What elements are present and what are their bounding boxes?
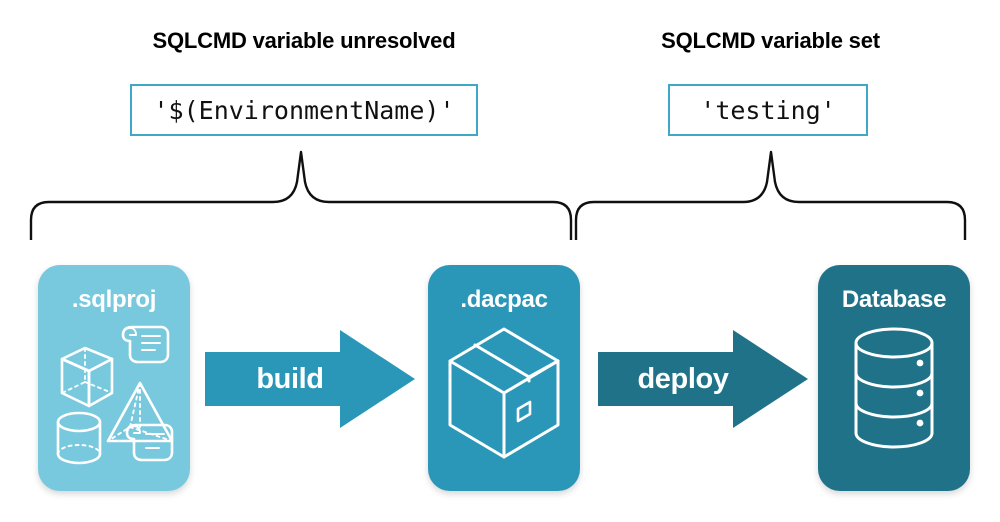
- brace-right-icon: [574, 150, 967, 242]
- arrow-deploy-icon: [598, 330, 808, 428]
- script-scroll-icon-bottom: [125, 423, 174, 462]
- section-title-left: SQLCMD variable unresolved: [152, 28, 456, 53]
- brace-left-icon: [29, 150, 573, 242]
- card-dacpac: .dacpac: [428, 265, 580, 491]
- sqlcmd-variable-unresolved-box: '$(EnvironmentName)': [130, 84, 478, 136]
- section-title-right: SQLCMD variable set: [661, 28, 880, 53]
- card-dacpac-label: .dacpac: [460, 286, 548, 313]
- script-scroll-icon-top: [121, 325, 170, 364]
- arrow-build-icon: [205, 330, 415, 428]
- project-objects-icon: [38, 321, 190, 471]
- sqlcmd-variable-set-box: 'testing': [668, 84, 868, 136]
- brace-right: [573, 148, 968, 245]
- card-database-label: Database: [841, 286, 947, 313]
- card-sqlproj-label: .sqlproj: [71, 286, 157, 313]
- database-cylinder-icon: [818, 321, 970, 471]
- cylinder-shape: [56, 411, 102, 465]
- arrow-build: build: [205, 330, 415, 428]
- arrow-deploy: deploy: [598, 330, 808, 428]
- brace-left: [28, 148, 574, 245]
- package-box-icon: [428, 321, 580, 471]
- card-database: Database: [818, 265, 970, 491]
- card-sqlproj: .sqlproj: [38, 265, 190, 491]
- cube-shape: [60, 346, 114, 408]
